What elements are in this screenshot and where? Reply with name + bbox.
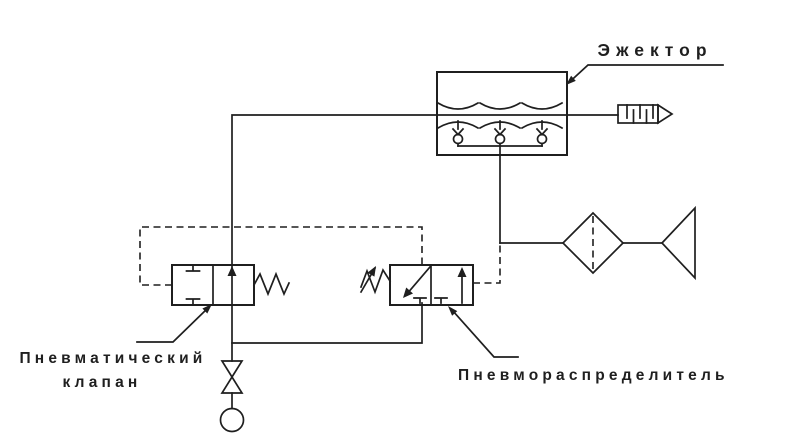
check-valve: [451, 127, 465, 145]
vacuum-line: [499, 205, 696, 281]
silencer-baffles-top: [626, 104, 654, 119]
ejector: [436, 71, 568, 244]
shutoff-valve-lower-triangle: [220, 375, 244, 394]
label-distributor: Пневмораспределитель: [458, 367, 729, 384]
ejector-body: [436, 71, 568, 156]
ejector-stage-2: [478, 101, 522, 145]
silencer: [617, 103, 674, 125]
leader-arrowhead: [202, 304, 212, 314]
blocked-port-bottom: [185, 298, 201, 306]
label-ejector: Эжектор: [597, 40, 712, 60]
flow-arrow: [227, 266, 237, 276]
check-valve: [493, 127, 507, 145]
silencer-outlet-cone: [657, 103, 674, 125]
shutoff-valve-upper-triangle: [220, 360, 244, 379]
nozzle-upper-arc: [436, 101, 480, 110]
label-pneumatic-valve-line2: клапан: [63, 374, 142, 391]
nozzle-upper-arc: [478, 101, 522, 110]
distributor-valve: [359, 264, 474, 306]
branch-to-distributor-line: [231, 302, 423, 344]
pressure-source-circle: [219, 407, 245, 433]
supply-lines: [231, 114, 619, 410]
label-pneumatic-valve-line1: Пневматический: [19, 350, 206, 367]
silencer-baffles-bottom: [632, 109, 648, 124]
spring: [252, 271, 291, 297]
blocked-port-right: [434, 297, 448, 304]
blocked-port-top: [185, 264, 201, 272]
pilot-line-to-pneumatic-valve: [139, 226, 423, 286]
exhaust-arrowhead: [403, 287, 413, 298]
flow-arrowhead: [457, 267, 467, 277]
main-supply-line: [231, 114, 619, 362]
leader-arrowhead: [448, 306, 458, 316]
nozzle-upper-arc: [520, 101, 564, 110]
leader-ejector: [566, 64, 724, 85]
leader-pneumatic-valve: [136, 304, 212, 343]
leader-arrowhead: [566, 75, 576, 85]
suction-cone: [660, 205, 696, 281]
ejector-stage-1: [436, 101, 480, 147]
silencer-body: [617, 104, 659, 124]
ejector-stage-3: [520, 101, 564, 147]
exhaust-path: [404, 265, 432, 297]
vacuum-filter: [561, 211, 625, 275]
check-valve: [535, 127, 549, 145]
adjustable-spring: [359, 268, 392, 295]
pneumatic-valve: [171, 264, 291, 306]
blocked-port-left: [413, 297, 427, 304]
vacuum-pilot-line: [473, 243, 501, 284]
spring-adjust-arrowhead: [367, 266, 376, 277]
leader-distributor: [448, 306, 519, 358]
shutoff-valve: [220, 360, 244, 394]
